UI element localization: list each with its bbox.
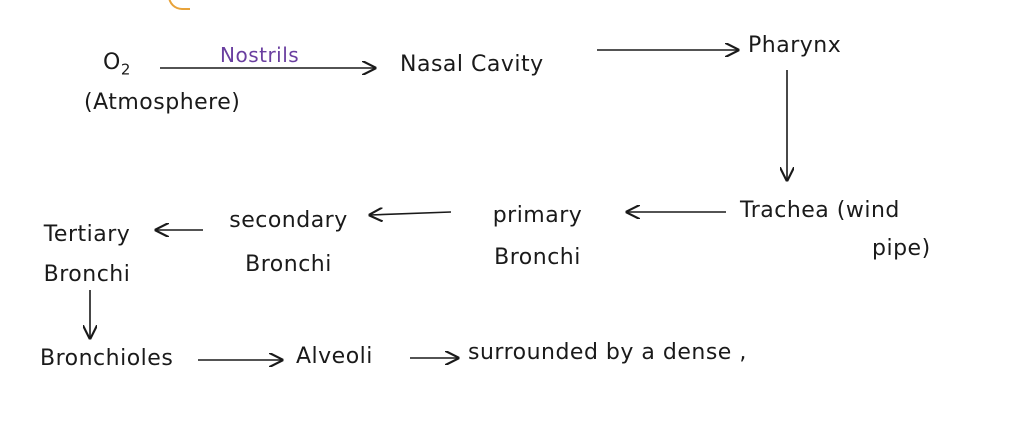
surrounded-label: surrounded by a dense , [468,340,747,365]
secondary-bronchi-label-line1: secondary [229,208,348,233]
bronchioles-label: Bronchioles [40,346,174,371]
primary-bronchi-label-line2: Bronchi [494,245,581,270]
arrow-primary-to-secondary [370,212,452,215]
atmosphere-label: (Atmosphere) [84,90,241,115]
pharynx-label: Pharynx [748,33,842,58]
nostrils-label: Nostrils [220,43,300,67]
nasal-cavity-label: Nasal Cavity [400,52,544,77]
o2-label: O2 [103,50,131,79]
trachea-label-line1: Trachea (wind [740,198,900,223]
primary-bronchi-label-line1: primary [492,203,583,228]
tertiary-bronchi-label-line1: Tertiary [43,222,131,247]
alveoli-label: Alveoli [296,344,373,369]
tertiary-bronchi-label-line2: Bronchi [43,262,131,287]
secondary-bronchi-label-line2: Bronchi [245,252,332,277]
trachea-label-line2: pipe) [872,236,931,261]
